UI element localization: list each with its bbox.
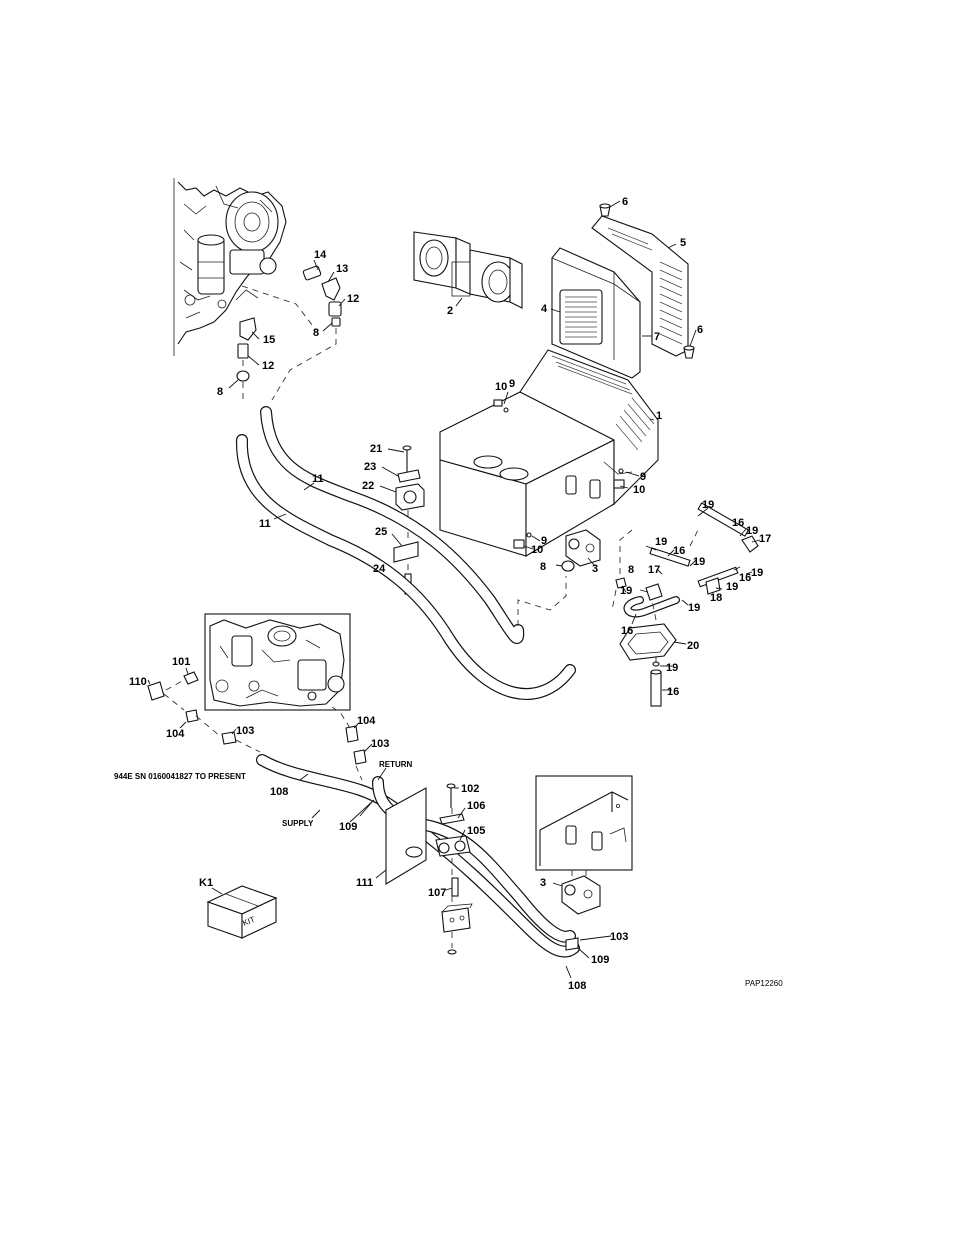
- callout-6: 6: [622, 196, 628, 208]
- callout-109: 109: [339, 821, 357, 833]
- callout-10: 10: [495, 381, 507, 393]
- callout-16: 16: [621, 625, 633, 637]
- callout-7: 7: [654, 331, 660, 343]
- callout-13: 13: [336, 263, 348, 275]
- heater-box: [440, 350, 658, 556]
- callout-16: 16: [732, 517, 744, 529]
- callout-24: 24: [373, 563, 386, 575]
- callout-14: 14: [314, 249, 327, 261]
- callout-105: 105: [467, 825, 485, 837]
- callout-22: 22: [362, 480, 374, 492]
- callout-103: 103: [610, 931, 628, 943]
- callout-3: 3: [540, 877, 546, 889]
- callout-11: 11: [259, 518, 271, 530]
- callout-104: 104: [357, 715, 376, 727]
- callout-19: 19: [688, 602, 700, 614]
- callout-102: 102: [461, 783, 479, 795]
- callout-15: 15: [263, 334, 275, 346]
- callout-108: 108: [568, 980, 586, 992]
- engine-inset-lower: [205, 614, 350, 710]
- return-label: RETURN: [379, 760, 413, 769]
- callout-K1: K1: [199, 877, 213, 889]
- callout-8: 8: [217, 386, 223, 398]
- callout-19: 19: [693, 556, 705, 568]
- callout-4: 4: [541, 303, 548, 315]
- engine-fittings: [229, 260, 345, 400]
- callout-10: 10: [633, 484, 645, 496]
- callout-110: 110: [129, 676, 147, 688]
- callout-19: 19: [746, 525, 758, 537]
- callout-104: 104: [166, 728, 185, 740]
- bulkhead-plate-and-clamps: [376, 784, 472, 954]
- callout-25: 25: [375, 526, 387, 538]
- callout-2: 2: [447, 305, 453, 317]
- callout-20: 20: [687, 640, 699, 652]
- callout-19: 19: [666, 662, 678, 674]
- callout-101: 101: [172, 656, 190, 668]
- callout-109: 109: [591, 954, 609, 966]
- callout-108: 108: [270, 786, 288, 798]
- callout-107: 107: [428, 887, 446, 899]
- blower-assembly: [414, 232, 522, 308]
- callout-12: 12: [347, 293, 359, 305]
- callout-19: 19: [751, 567, 763, 579]
- callout-8: 8: [628, 564, 634, 576]
- callout-16: 16: [667, 686, 679, 698]
- callout-11: 11: [312, 473, 324, 485]
- callout-3: 3: [592, 563, 598, 575]
- heater-cover-parts: [551, 201, 696, 378]
- callout-111: 111: [356, 877, 373, 889]
- callout-16: 16: [673, 545, 685, 557]
- callout-16: 16: [739, 572, 751, 584]
- callout-10: 10: [531, 544, 543, 556]
- callout-12: 12: [262, 360, 274, 372]
- callout-23: 23: [364, 461, 376, 473]
- callout-19: 19: [726, 581, 738, 593]
- callout-17: 17: [759, 533, 771, 545]
- callout-103: 103: [236, 725, 254, 737]
- callout-6: 6: [697, 324, 703, 336]
- callout-8: 8: [313, 327, 319, 339]
- callout-19: 19: [702, 499, 714, 511]
- callout-5: 5: [680, 237, 686, 249]
- callout-19: 19: [620, 585, 632, 597]
- serial-number-note: 944E SN 0160041827 TO PRESENT: [114, 772, 246, 781]
- callout-9: 9: [509, 378, 515, 390]
- callout-19: 19: [655, 536, 667, 548]
- kit-box-illustration: [208, 886, 276, 938]
- callout-8: 8: [540, 561, 546, 573]
- callout-106: 106: [467, 800, 485, 812]
- callout-1: 1: [656, 410, 662, 422]
- callout-9: 9: [640, 471, 646, 483]
- callout-18: 18: [710, 592, 722, 604]
- callout-21: 21: [370, 443, 382, 455]
- callout-17: 17: [648, 564, 660, 576]
- drawing-code: PAP12260: [745, 979, 783, 988]
- supply-label: SUPPLY: [282, 819, 314, 828]
- callout-103: 103: [371, 738, 389, 750]
